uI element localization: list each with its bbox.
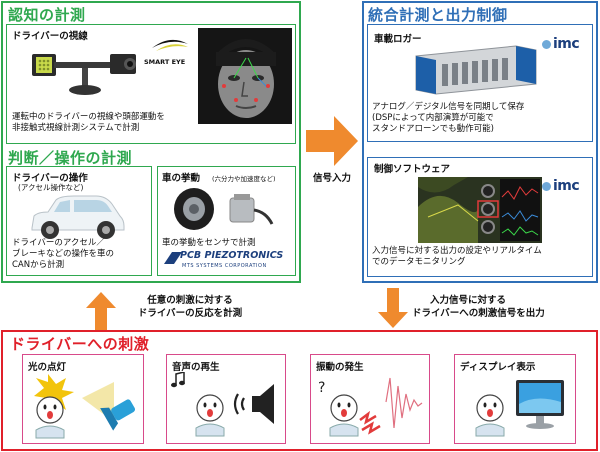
integration-title: 統合計測と出力制御 bbox=[368, 6, 508, 24]
stimulus-item-vibration-label: 振動の発生 bbox=[316, 362, 364, 373]
stimulus-panel bbox=[1, 330, 598, 451]
measurement-panel bbox=[1, 1, 301, 283]
software-box-title: 制御ソフトウェア bbox=[374, 164, 451, 175]
integration-panel bbox=[362, 1, 598, 283]
judgment-title: 判断／操作の計測 bbox=[8, 149, 133, 167]
software-imc-logo-dot-icon bbox=[542, 182, 551, 191]
monitor-icon bbox=[475, 380, 564, 437]
svg-text:?: ? bbox=[318, 380, 325, 396]
stimulus-item-display-label: ディスプレイ表示 bbox=[460, 362, 536, 373]
vehicle-box-subtitle: (六分力や加速度など) bbox=[212, 175, 276, 183]
reaction-label-line-2: ドライバーの反応を計測 bbox=[137, 308, 243, 319]
cognition-title: 認知の計測 bbox=[8, 6, 86, 24]
output-label-line-1: 入力信号に対する bbox=[430, 295, 507, 306]
car-image bbox=[31, 195, 125, 239]
stimulus-item-light-label: 光の点灯 bbox=[28, 362, 67, 373]
operation-box-title: ドライバーの操作 bbox=[12, 173, 88, 184]
stimulus-item-speaker-label: 音声の再生 bbox=[172, 362, 220, 373]
flashlight-icon bbox=[34, 374, 136, 439]
output-down-arrow-icon bbox=[378, 288, 408, 328]
operation-box-subtitle: (アクセル操作など) bbox=[18, 183, 84, 192]
output-label-line-2: ドライバーへの刺激信号を出力 bbox=[412, 308, 545, 319]
reaction-up-arrow-icon bbox=[86, 292, 116, 332]
logger-desc-line-2: (DSPによって内部演算が可能で bbox=[372, 113, 494, 123]
signal-input-label: 信号入力 bbox=[312, 173, 351, 184]
logger-imc-logo: imc bbox=[553, 36, 580, 52]
eye-tracker-camera-image bbox=[32, 54, 136, 95]
gaze-box-title: ドライバーの視線 bbox=[12, 31, 88, 42]
speaker-icon bbox=[171, 372, 274, 437]
software-imc-logo: imc bbox=[553, 178, 580, 194]
gaze-desc-line-2: 非接触式視線計測システムで計測 bbox=[12, 123, 140, 133]
operation-desc-line-3: CANから計測 bbox=[12, 260, 65, 270]
pcb-logo-subtext: MTS SYSTEMS CORPORATION bbox=[182, 263, 267, 269]
pcb-logo-icon bbox=[164, 252, 182, 264]
software-desc-line-2: でのデータモニタリング bbox=[372, 257, 466, 267]
vibration-icon: ? bbox=[318, 377, 423, 437]
pcb-logo-text: PCB PIEZOTRONICS bbox=[180, 250, 284, 261]
signal-input-arrow-icon bbox=[306, 116, 358, 166]
vehicle-box-title: 車の挙動 bbox=[162, 173, 201, 184]
operation-desc-line-2: ブレーキなどの操作を車の bbox=[12, 249, 115, 259]
smart-eye-logo-text: SMART EYE bbox=[144, 58, 186, 66]
software-screenshot-image bbox=[418, 177, 542, 243]
gaze-desc-line-1: 運転中のドライバーの視線や頭部運動を bbox=[12, 112, 165, 122]
reaction-label-line-1: 任意の刺激に対する bbox=[147, 295, 233, 306]
logger-box-title: 車載ロガー bbox=[374, 34, 422, 45]
operation-desc-line-1: ドライバーのアクセル／ bbox=[12, 238, 105, 248]
logger-desc-line-1: アナログ／デジタル信号を同期して保存 bbox=[372, 102, 525, 112]
logger-desc-line-3: スタンドアローンでも動作可能) bbox=[372, 124, 494, 134]
accelerometer-image bbox=[229, 194, 274, 225]
logger-imc-logo-dot-icon bbox=[542, 40, 551, 49]
stimulus-title: ドライバーへの刺激 bbox=[10, 335, 150, 353]
software-desc-line-1: 入力信号に対する出力の設定やリアルタイム bbox=[372, 246, 542, 256]
smart-eye-logo-icon bbox=[152, 39, 188, 51]
driver-face-image bbox=[198, 28, 292, 124]
data-logger-image bbox=[415, 45, 537, 95]
wheel-sensor-image bbox=[174, 188, 214, 230]
vehicle-desc: 車の挙動をセンサで計測 bbox=[162, 238, 256, 248]
